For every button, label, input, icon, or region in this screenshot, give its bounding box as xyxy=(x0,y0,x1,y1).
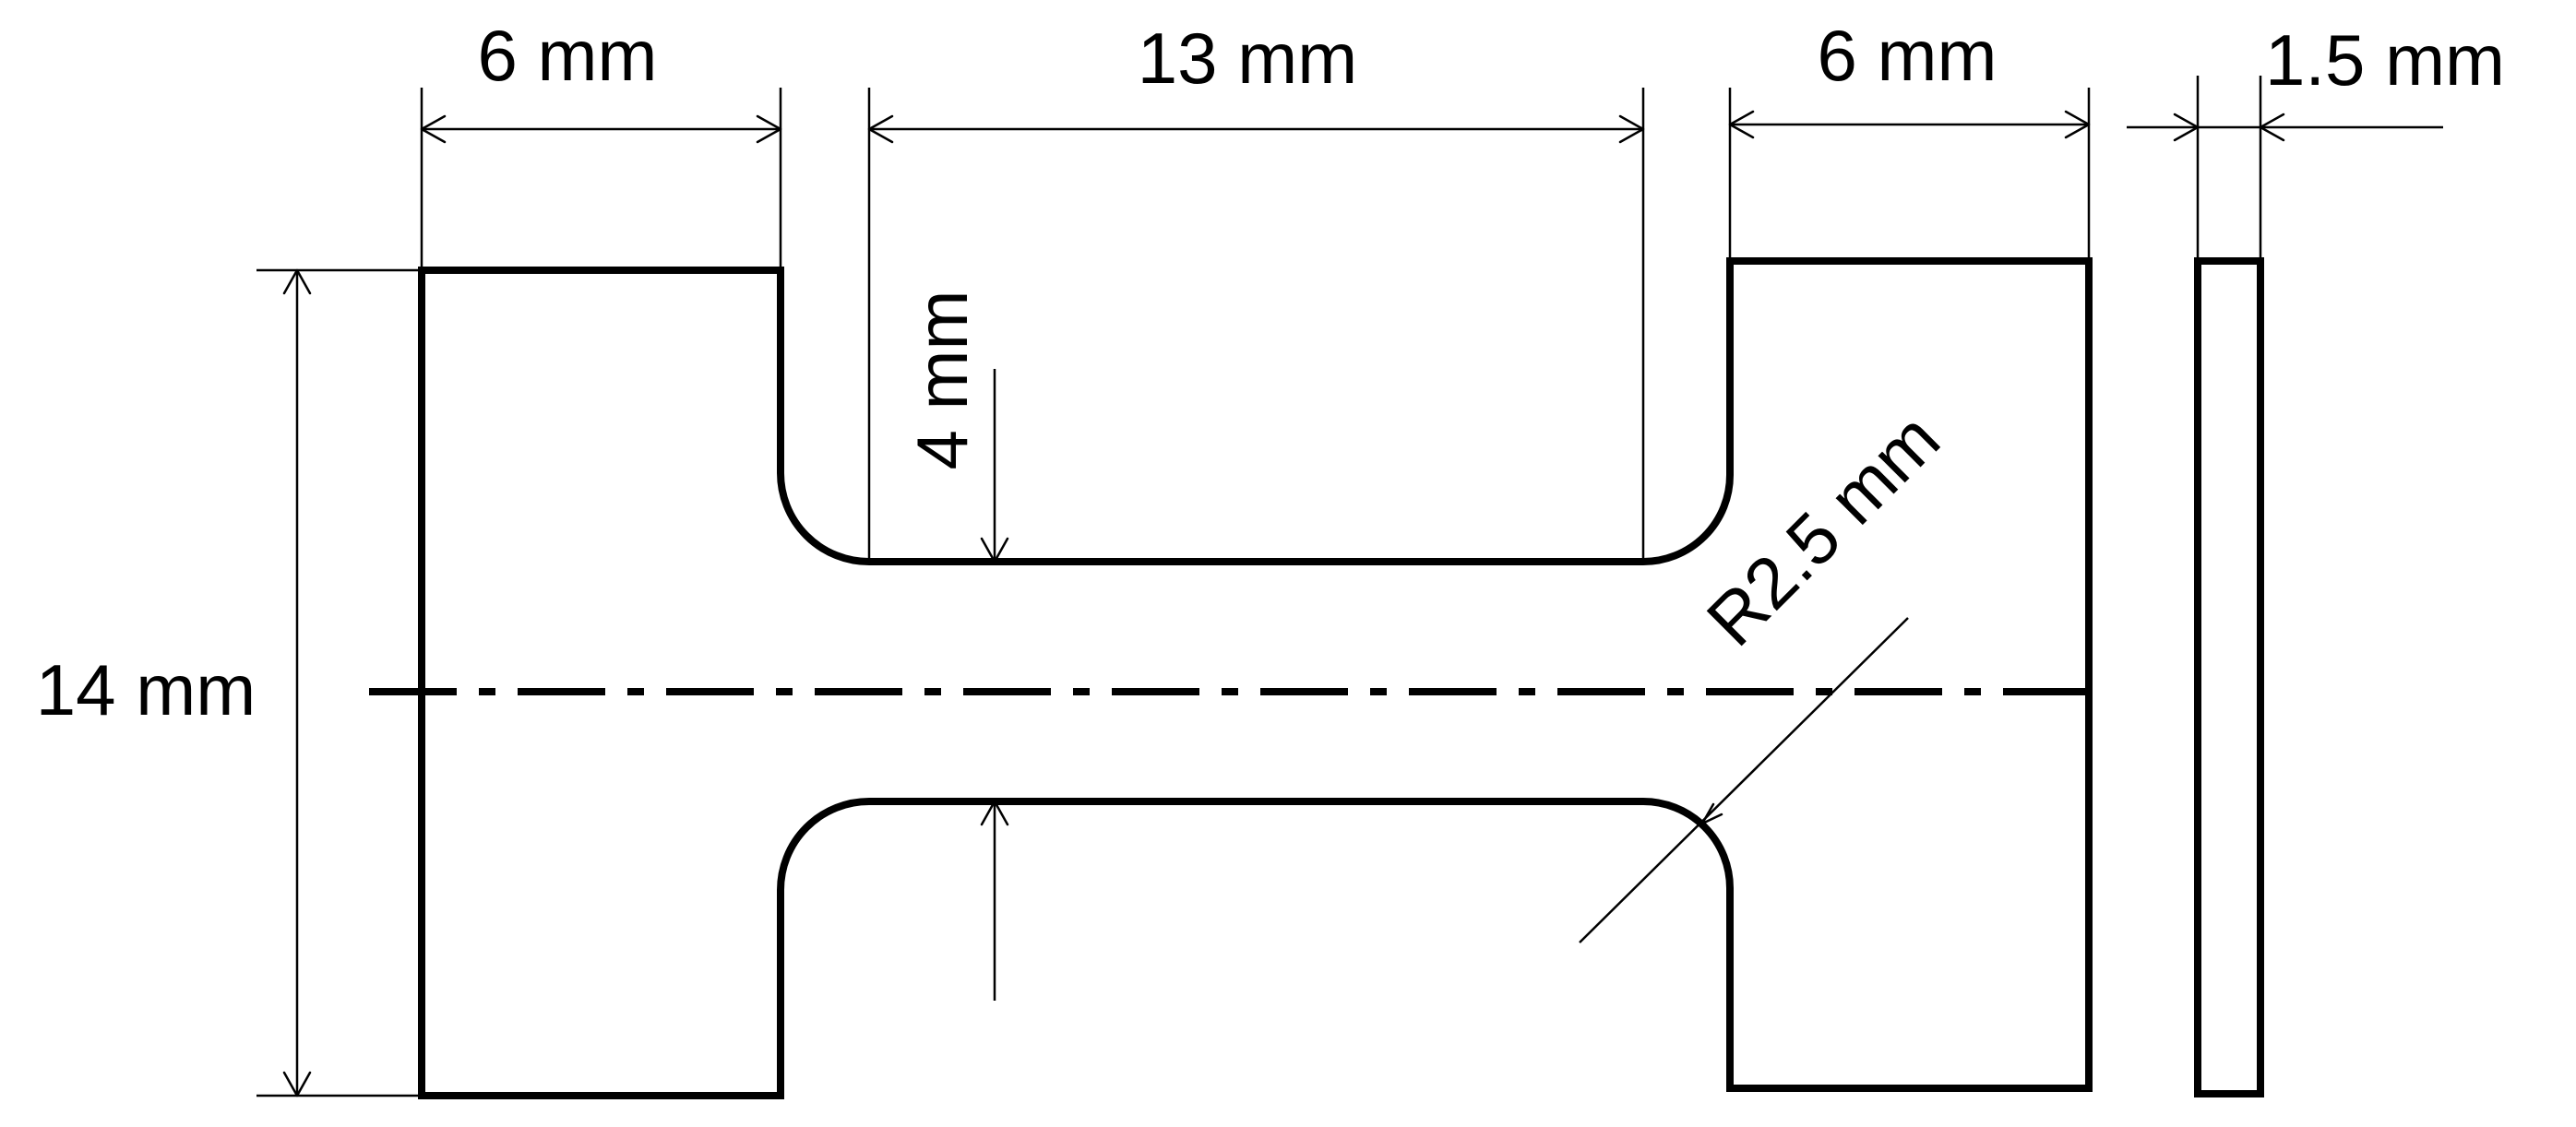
left-tab-dimension xyxy=(420,114,782,144)
specimen-outline xyxy=(418,257,2093,1099)
gauge-width-dimension xyxy=(980,369,1009,1001)
right-tab-width-label: 6 mm xyxy=(1818,15,1998,96)
thickness-dimension xyxy=(2127,113,2443,142)
total-height-dimension xyxy=(282,268,312,1097)
thickness-label: 1.5 mm xyxy=(2265,19,2505,101)
fillet-radius-leader xyxy=(1579,617,1909,943)
total-height-label: 14 mm xyxy=(36,649,256,730)
left-tab-width-label: 6 mm xyxy=(478,15,658,96)
gauge-length-dimension xyxy=(867,114,1645,144)
side-view-outline xyxy=(2194,257,2264,1097)
gauge-length-label: 13 mm xyxy=(1138,18,1357,99)
gauge-width-label: 4 mm xyxy=(901,291,983,470)
right-tab-dimension xyxy=(1728,110,2091,139)
